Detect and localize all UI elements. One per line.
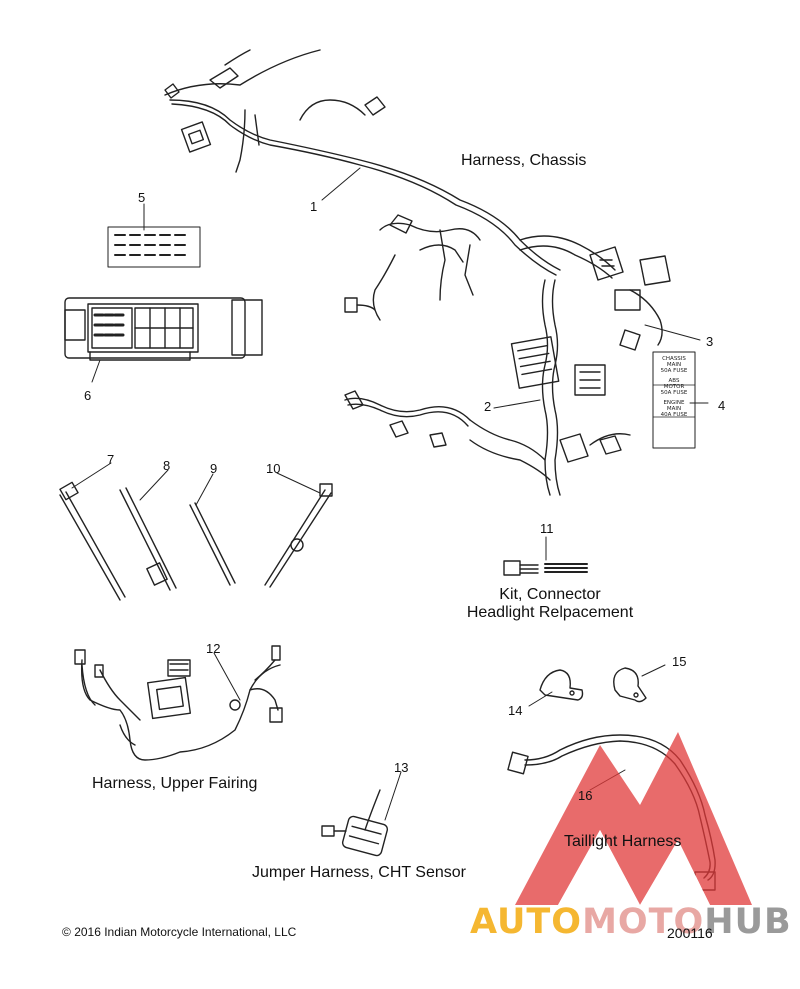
leader-lines [71, 167, 709, 821]
callout-10: 10 [266, 461, 281, 476]
copyright-icon: © [62, 925, 71, 939]
label-upper-fairing-harness: Harness, Upper Fairing [92, 775, 258, 792]
label-connector-kit: Kit, Connector Headlight Relpacement [466, 586, 634, 622]
fuse-label-text: CHASSIS MAIN 50A FUSE ABS MOTOR 50A FUSE… [660, 356, 688, 418]
callout-6: 6 [84, 388, 92, 403]
callout-8: 8 [163, 458, 171, 473]
callout-15: 15 [672, 654, 687, 669]
cable-ties-drawing [59, 481, 333, 601]
chassis-harness-drawing [164, 49, 671, 496]
callout-7: 7 [107, 452, 115, 467]
cht-jumper-drawing [321, 789, 389, 857]
callout-5: 5 [138, 190, 146, 205]
label-cht-jumper: Jumper Harness, CHT Sensor [252, 864, 466, 881]
callout-2: 2 [484, 399, 492, 414]
label-taillight-harness: Taillight Harness [564, 833, 682, 850]
figure-id: 200116 [667, 925, 713, 941]
callout-11: 11 [540, 521, 554, 536]
callout-14: 14 [508, 703, 523, 718]
callout-16: 16 [578, 788, 593, 803]
label-harness-chassis: Harness, Chassis [461, 152, 587, 169]
fuse-label-box [652, 351, 696, 449]
watermark-logo [515, 732, 752, 905]
callout-4: 4 [718, 398, 726, 413]
upper-fairing-harness-drawing [74, 645, 283, 761]
callout-3: 3 [706, 334, 714, 349]
clamps-drawing [539, 667, 647, 703]
copyright: © 2016 Indian Motorcycle International, … [62, 925, 297, 939]
connector-kit-drawing [503, 560, 588, 576]
watermark-text: AUTOMOTOHUB [470, 902, 792, 942]
fuse-box-drawing [64, 297, 263, 361]
label-5-drawing [107, 226, 201, 268]
callout-9: 9 [210, 461, 218, 476]
callout-1: 1 [310, 199, 318, 214]
callout-13: 13 [394, 760, 409, 775]
callout-12: 12 [206, 641, 221, 656]
